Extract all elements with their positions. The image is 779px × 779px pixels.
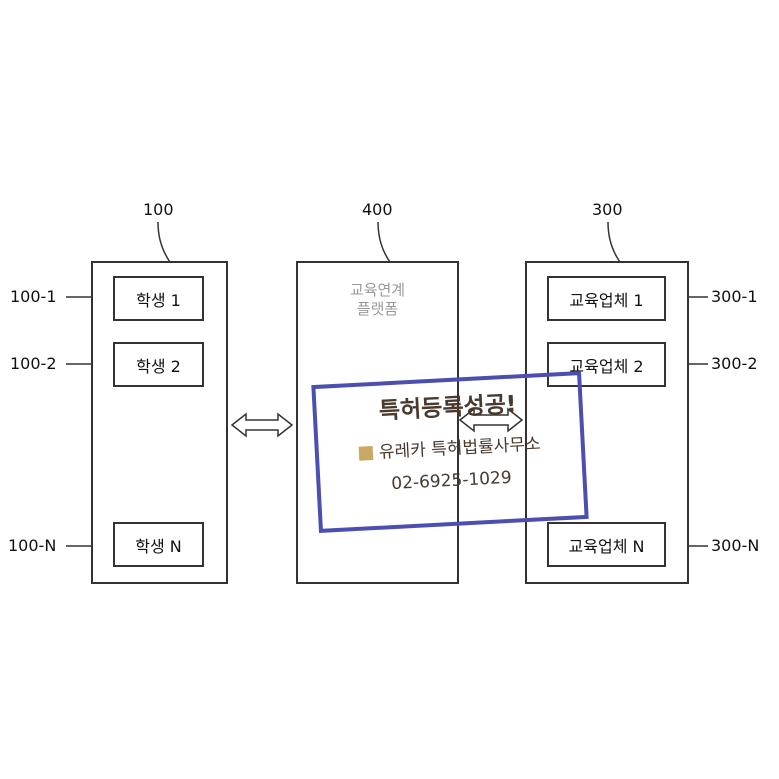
ref-100: 100 xyxy=(143,200,174,219)
student-box-2: 학생 2 xyxy=(113,342,204,387)
student-box-1: 학생 1 xyxy=(113,276,204,321)
stamp-firm-name: 유레카 특허법률사무소 xyxy=(379,434,542,462)
ref-100-2: 100-2 xyxy=(10,354,57,373)
ref-300-n: 300-N xyxy=(711,536,759,555)
platform-label-2: 플랫폼 xyxy=(298,300,457,319)
student-box-n: 학생 N xyxy=(113,522,204,567)
ref-100-1: 100-1 xyxy=(10,287,57,306)
ref-400: 400 xyxy=(362,200,393,219)
firm-logo-icon xyxy=(359,446,374,461)
stamp-title: 특허등록성공! xyxy=(316,387,579,429)
stamp-phone: 02-6925-1029 xyxy=(320,463,583,499)
ref-300-2: 300-2 xyxy=(711,354,758,373)
stamp-firm: 유레카 특허법률사무소 xyxy=(318,431,581,467)
ref-300: 300 xyxy=(592,200,623,219)
company-box-n: 교육업체 N xyxy=(547,522,666,567)
company-box-1: 교육업체 1 xyxy=(547,276,666,321)
leader-100 xyxy=(158,222,170,262)
leader-400 xyxy=(378,222,390,262)
double-arrow-left xyxy=(232,414,292,436)
platform-label-1: 교육연계 xyxy=(298,281,457,300)
ref-300-1: 300-1 xyxy=(711,287,758,306)
watermark-stamp: 특허등록성공! 유레카 특허법률사무소 02-6925-1029 xyxy=(311,371,588,533)
leader-300 xyxy=(608,222,620,262)
ref-100-n: 100-N xyxy=(8,536,56,555)
